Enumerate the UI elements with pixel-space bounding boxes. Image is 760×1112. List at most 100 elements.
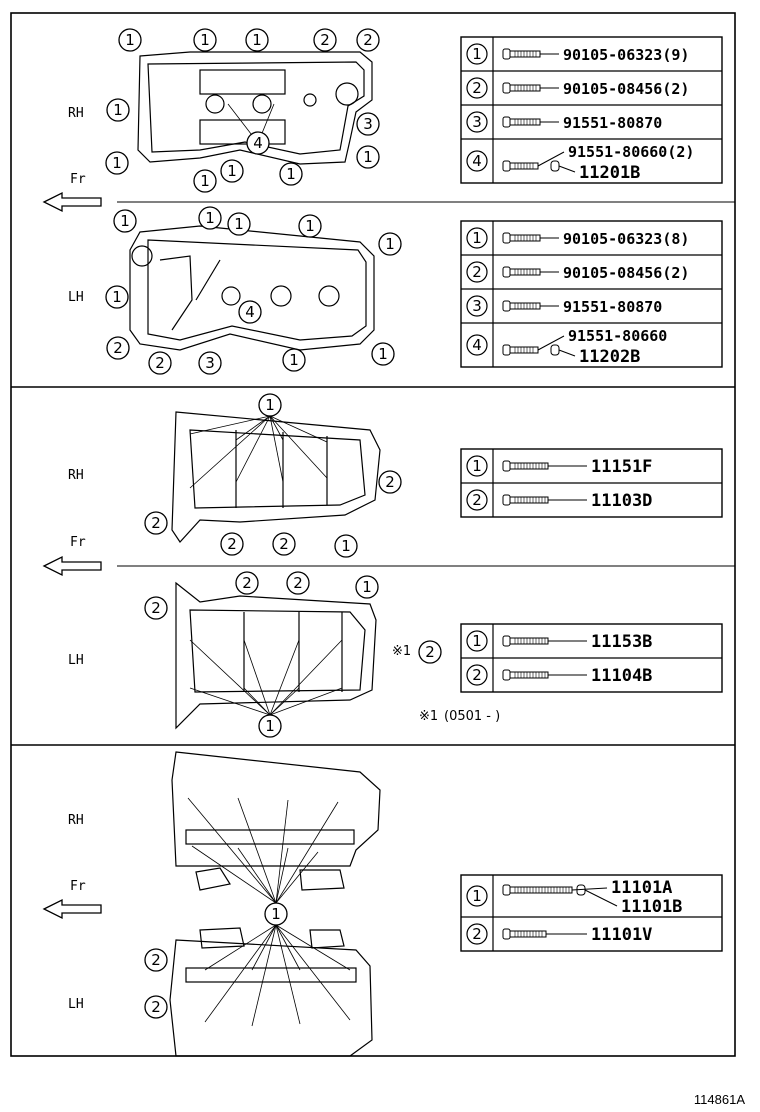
callout-1: 1 bbox=[193, 28, 217, 52]
row-number: 3 bbox=[472, 113, 482, 131]
washer-icon bbox=[550, 344, 560, 356]
part-number: 91551-80660 bbox=[568, 327, 667, 345]
part-number: 91551-80660(2) bbox=[568, 143, 694, 161]
callout-1: 1 bbox=[258, 714, 282, 738]
callout-2: 2 bbox=[144, 995, 168, 1019]
svg-text:2: 2 bbox=[293, 574, 303, 592]
leader-lines bbox=[187, 797, 339, 904]
part-number: 11201B bbox=[579, 163, 640, 183]
callout-2: 2 bbox=[220, 532, 244, 556]
svg-text:2: 2 bbox=[151, 951, 161, 969]
row-number: 2 bbox=[472, 79, 482, 97]
svg-text:2: 2 bbox=[151, 514, 161, 532]
svg-text:1: 1 bbox=[286, 165, 296, 183]
svg-text:2: 2 bbox=[242, 574, 252, 592]
bolt-icon bbox=[502, 160, 539, 172]
callout-1: 1 bbox=[105, 285, 129, 309]
callout-1: 1 bbox=[113, 209, 137, 233]
svg-text:1: 1 bbox=[205, 209, 215, 227]
svg-text:1: 1 bbox=[385, 235, 395, 253]
callout-3: 3 bbox=[356, 112, 380, 136]
table-row: 4 91551-80660(2) 11201B bbox=[461, 138, 722, 183]
callout-2: 2 bbox=[286, 571, 310, 595]
svg-text:2: 2 bbox=[320, 31, 330, 49]
callout-2: 2 bbox=[148, 351, 172, 375]
callout-2: 2 bbox=[378, 470, 402, 494]
row-number: 4 bbox=[472, 152, 482, 170]
bolt-icon bbox=[502, 82, 541, 94]
svg-text:3: 3 bbox=[363, 115, 373, 133]
table-row: 3 91551-80870 bbox=[461, 288, 722, 317]
row-number: 3 bbox=[472, 297, 482, 315]
callout-2: 2 bbox=[144, 948, 168, 972]
bolt-icon bbox=[502, 928, 547, 940]
svg-text:1: 1 bbox=[378, 345, 388, 363]
table-row: 2 90105-08456(2) bbox=[461, 70, 722, 99]
bolt-icon bbox=[502, 344, 539, 356]
row-number: 4 bbox=[472, 336, 482, 354]
rh-label: RH bbox=[68, 468, 84, 483]
part-number: 90105-06323(9) bbox=[563, 46, 689, 64]
callout-2: 2 bbox=[356, 28, 380, 52]
leader-lines bbox=[189, 415, 328, 489]
callout-1: 1 bbox=[198, 206, 222, 230]
callout-2: 2 bbox=[418, 640, 442, 664]
svg-text:1: 1 bbox=[112, 288, 122, 306]
callout-1: 1 bbox=[378, 232, 402, 256]
part-number: 11101B bbox=[621, 897, 682, 917]
bolt-icon bbox=[502, 232, 541, 244]
callout-2: 2 bbox=[235, 571, 259, 595]
svg-text:2: 2 bbox=[279, 535, 289, 553]
part-number: 90105-08456(2) bbox=[563, 264, 689, 282]
svg-text:2: 2 bbox=[227, 535, 237, 553]
svg-text:2: 2 bbox=[151, 998, 161, 1016]
svg-text:2: 2 bbox=[425, 643, 435, 661]
rh-label: RH bbox=[68, 106, 84, 121]
bolt-icon bbox=[502, 300, 541, 312]
table-row: 4 91551-80660 11202B bbox=[461, 322, 722, 367]
callout-2: 2 bbox=[144, 511, 168, 535]
bolt-icon bbox=[502, 884, 573, 896]
svg-text:1: 1 bbox=[305, 217, 315, 235]
row-number: 1 bbox=[472, 887, 482, 905]
svg-text:3: 3 bbox=[205, 354, 215, 372]
svg-text:1: 1 bbox=[252, 31, 262, 49]
bolt-icon bbox=[502, 494, 549, 506]
callout-1: 1 bbox=[106, 98, 130, 122]
svg-text:4: 4 bbox=[245, 303, 255, 321]
rh-head-cover-drawing bbox=[137, 51, 373, 165]
callout-1: 1 bbox=[282, 348, 306, 372]
part-number: 91551-80870 bbox=[563, 114, 662, 132]
part-number: 11202B bbox=[579, 347, 640, 367]
callout-2: 2 bbox=[272, 532, 296, 556]
svg-text:1: 1 bbox=[363, 148, 373, 166]
leader-lines bbox=[189, 639, 343, 716]
svg-text:2: 2 bbox=[113, 339, 123, 357]
row-number: 2 bbox=[472, 925, 482, 943]
part-number: 11103D bbox=[591, 491, 652, 511]
svg-text:2: 2 bbox=[155, 354, 165, 372]
svg-text:Fr: Fr bbox=[70, 172, 86, 187]
row-number: 2 bbox=[472, 263, 482, 281]
svg-text:1: 1 bbox=[289, 351, 299, 369]
svg-text:1: 1 bbox=[120, 212, 130, 230]
callout-4: 4 bbox=[246, 131, 270, 155]
part-number: 91551-80870 bbox=[563, 298, 662, 316]
svg-text:1: 1 bbox=[200, 31, 210, 49]
svg-text:2: 2 bbox=[385, 473, 395, 491]
callout-1: 1 bbox=[220, 159, 244, 183]
part-number: 90105-08456(2) bbox=[563, 80, 689, 98]
